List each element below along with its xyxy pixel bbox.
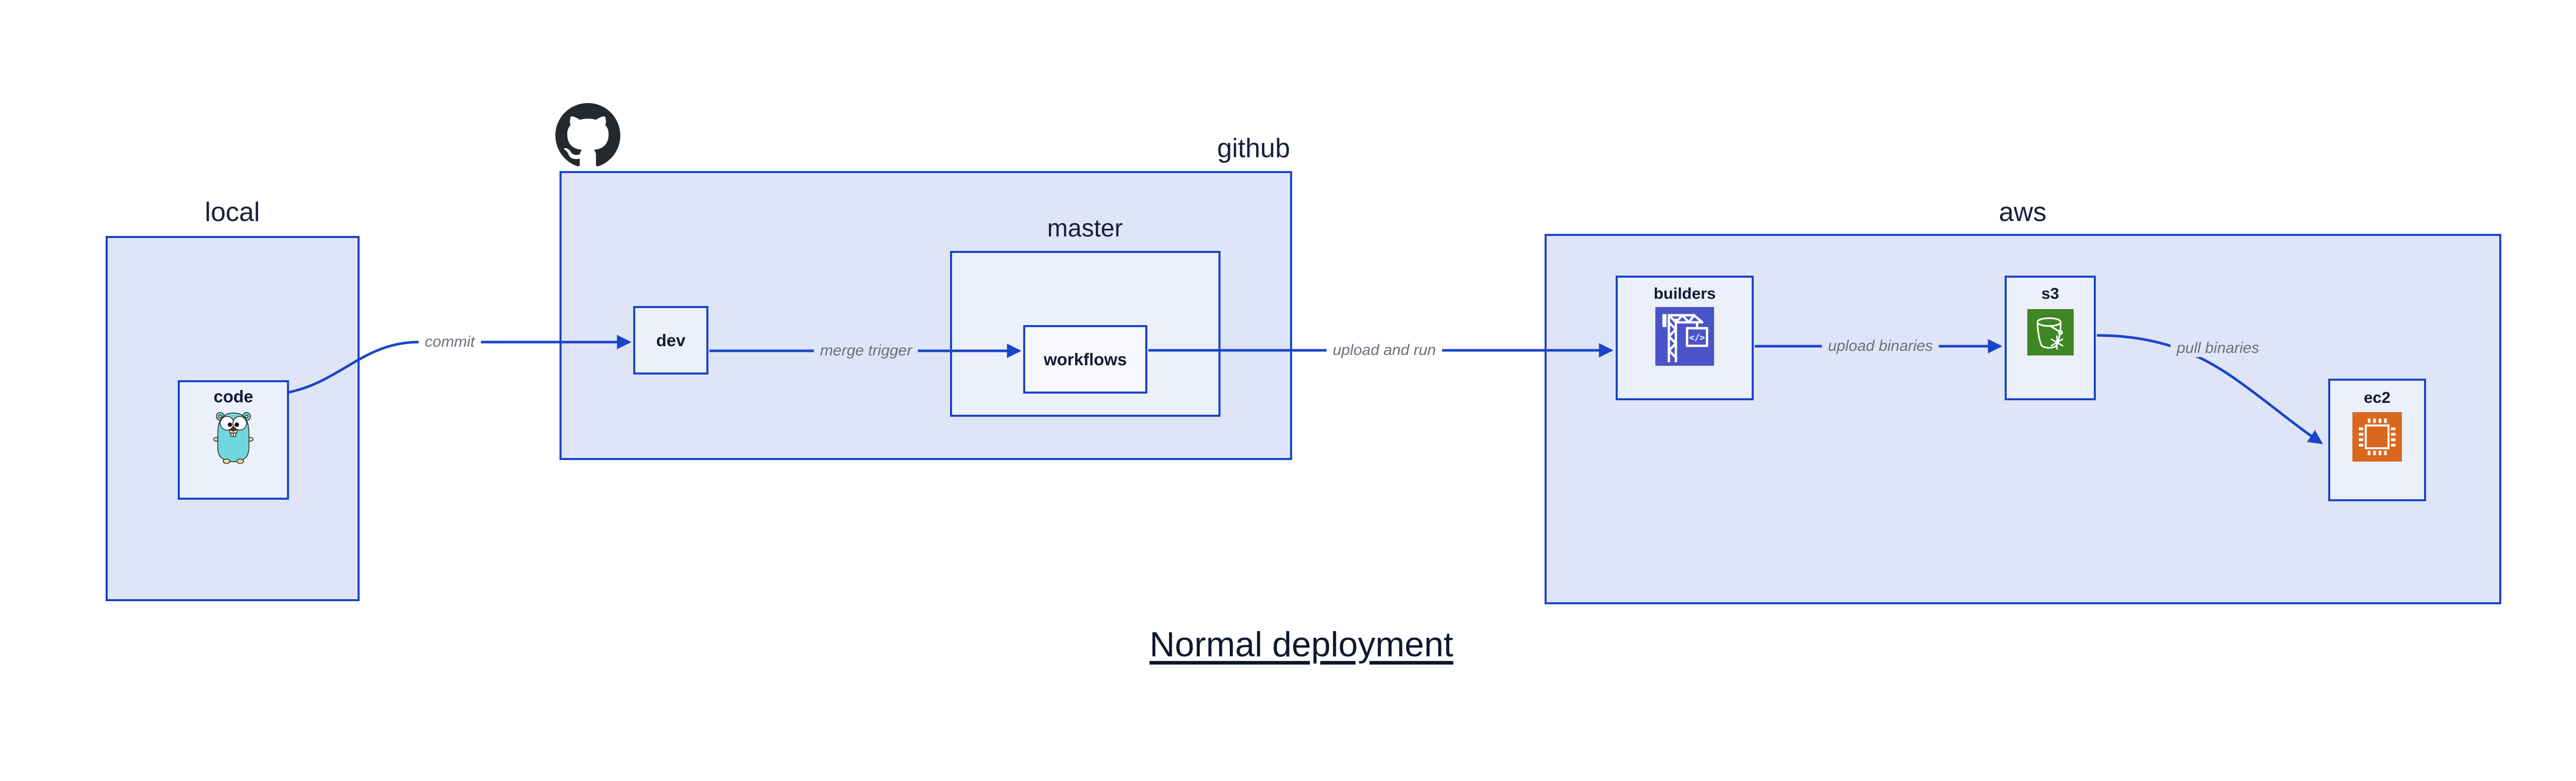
node-ec2-label: ec2: [2364, 388, 2391, 406]
node-dev-label: dev: [656, 330, 686, 350]
node-s3: s3: [2005, 276, 2096, 400]
edge-label-pull-binaries: pull binaries: [2170, 339, 2266, 357]
node-builders: builders </>: [1616, 276, 1754, 400]
codebuild-crane-icon: </>: [1654, 307, 1716, 366]
go-gopher-icon: [213, 410, 253, 464]
edge-label-upload-binaries: upload binaries: [1822, 337, 1939, 355]
node-dev: dev: [633, 306, 708, 375]
edge-label-upload-and-run: upload and run: [1326, 342, 1443, 359]
node-workflows: workflows: [1023, 325, 1147, 394]
node-builders-label: builders: [1653, 284, 1716, 302]
node-s3-label: s3: [2041, 284, 2059, 302]
group-master-label: master: [1047, 215, 1123, 242]
group-aws-label: aws: [1998, 197, 2047, 227]
group-github-label: github: [1217, 133, 1290, 163]
ec2-chip-icon: [2352, 412, 2402, 462]
diagram-title: Normal deployment: [1149, 625, 1453, 664]
edge-commit-arrow: [287, 335, 632, 394]
s3-bucket-icon: [2027, 309, 2074, 356]
node-ec2: ec2: [2328, 379, 2426, 501]
edge-label-commit: commit: [418, 333, 481, 351]
node-code-label: code: [213, 387, 253, 406]
edge-pull-binaries-arrow: [2096, 334, 2323, 445]
group-local-label: local: [205, 197, 260, 227]
svg-text:</>: </>: [1689, 333, 1705, 343]
github-octocat-icon: [555, 103, 620, 171]
node-workflows-label: workflows: [1043, 349, 1127, 369]
edge-label-merge-trigger: merge trigger: [814, 342, 919, 360]
node-code: code: [178, 380, 289, 500]
